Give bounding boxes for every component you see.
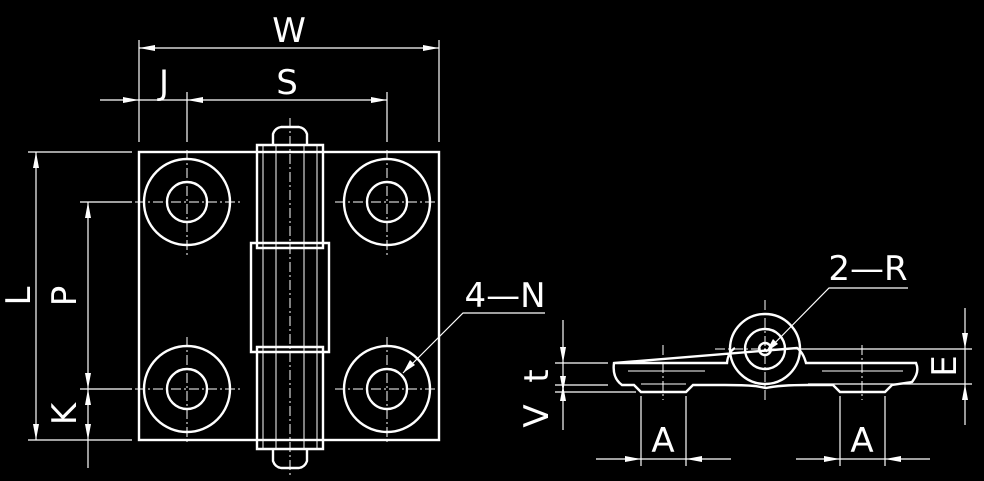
- label-a-left: A: [651, 421, 674, 461]
- label-2r: 2—R: [828, 249, 907, 289]
- dimension-l: L: [0, 151, 132, 441]
- label-a-right: A: [850, 421, 873, 461]
- label-s: S: [276, 63, 298, 103]
- dimension-t-v: t V: [517, 320, 636, 430]
- side-view: [612, 300, 919, 400]
- mounting-hole-bottom-right: [335, 337, 440, 442]
- label-j: J: [157, 63, 169, 103]
- leader-2r: 2—R: [765, 249, 908, 353]
- label-e: E: [925, 355, 965, 376]
- front-view: [135, 118, 441, 475]
- dimension-a-right: A: [796, 396, 930, 466]
- label-k: K: [45, 401, 85, 425]
- dimension-e: E: [800, 308, 972, 425]
- label-t: t: [517, 369, 557, 382]
- dimension-p-k: P K: [45, 201, 132, 468]
- dimension-w: W: [138, 11, 440, 142]
- label-v: V: [517, 404, 557, 427]
- dimension-j-s: J S: [100, 63, 388, 142]
- mounting-hole-top-right: [335, 150, 440, 255]
- knuckle: [249, 118, 331, 475]
- label-4n: 4—N: [464, 276, 545, 316]
- label-w: W: [272, 11, 306, 51]
- mounting-hole-top-left: [135, 150, 240, 255]
- dimension-a-left: A: [596, 396, 731, 466]
- label-p: P: [45, 286, 85, 307]
- mounting-hole-bottom-left: [135, 337, 240, 442]
- label-l: L: [0, 286, 39, 305]
- hinge-leaf-outline: [137, 150, 441, 442]
- leader-4n: 4—N: [402, 276, 546, 374]
